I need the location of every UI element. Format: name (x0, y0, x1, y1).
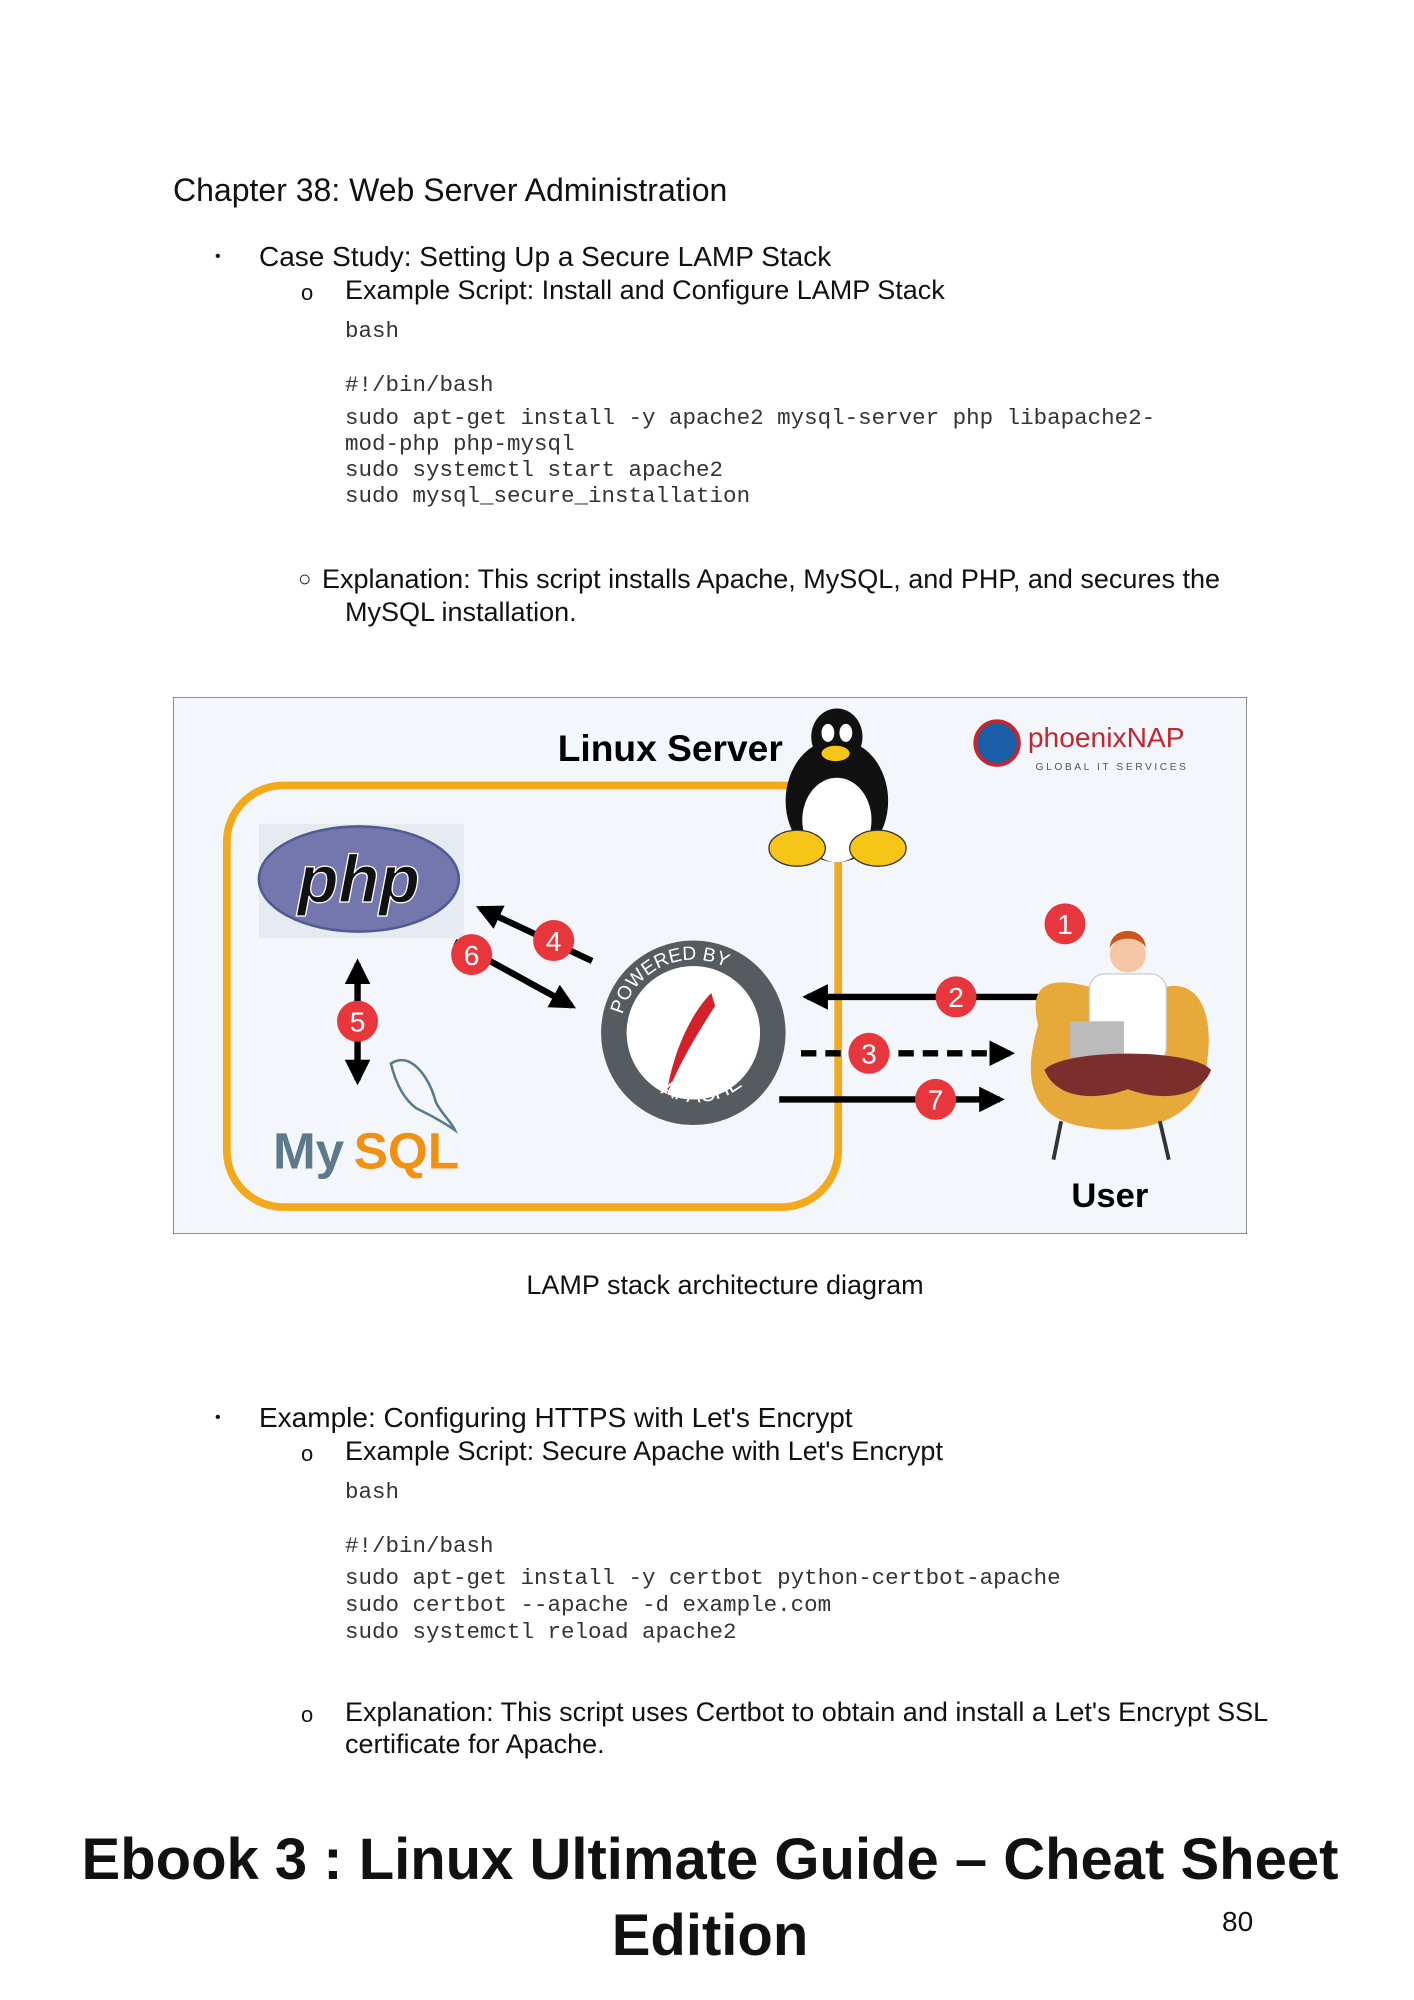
step-badge-7 (915, 1078, 957, 1120)
step-badge-3 (848, 1032, 890, 1074)
lamp-diagram: Linux Server phoenixNAP GLOBAL IT SERVIC… (173, 697, 1247, 1234)
sub-bullet-marker: o (301, 1702, 314, 1727)
chapter-title: Chapter 38: Web Server Administration (173, 172, 728, 208)
step-label: 5 (350, 1006, 366, 1038)
explanation-text: Explanation: This script uses Certbot to… (345, 1697, 1269, 1727)
section-heading: Case Study: Setting Up a Secure LAMP Sta… (259, 241, 832, 272)
code-line: #!/bin/bash (345, 372, 494, 398)
brand-logo-text: phoenixNAP (1028, 721, 1185, 753)
step-badge-1 (1044, 903, 1086, 945)
server-label: Linux Server (558, 727, 783, 769)
tux-penguin-icon (768, 708, 907, 867)
sub-bullet-marker: o (301, 1441, 314, 1466)
code-language-label: bash (345, 1479, 400, 1505)
script-heading: Example Script: Secure Apache with Let's… (345, 1436, 943, 1466)
section-heading: Example: Configuring HTTPS with Let's En… (259, 1402, 853, 1433)
user-label: User (1071, 1177, 1148, 1215)
step-label: 2 (948, 981, 964, 1013)
explanation-text: Explanation: This script installs Apache… (322, 564, 1220, 594)
mysql-logo-sql: SQL (354, 1123, 459, 1180)
step-badge-6 (451, 934, 493, 976)
code-line: mod-php php-mysql (345, 431, 575, 457)
mysql-dolphin-icon (389, 1058, 458, 1134)
step-label: 4 (546, 925, 562, 957)
code-line: sudo apt-get install -y certbot python-c… (345, 1565, 1061, 1591)
step-label: 1 (1057, 908, 1073, 940)
apache-feather-icon (666, 993, 716, 1096)
step-badge-4 (533, 920, 575, 962)
php-logo-text: php (296, 843, 420, 917)
step-label: 6 (464, 939, 480, 971)
step-badge-5 (337, 1000, 379, 1042)
mysql-logo-my: My (273, 1123, 345, 1180)
code-line: #!/bin/bash (345, 1533, 494, 1559)
step-label: 7 (928, 1084, 944, 1116)
code-line: sudo certbot --apache -d example.com (345, 1592, 832, 1618)
explanation-text: MySQL installation. (345, 597, 577, 627)
apache-logo-ring (601, 940, 786, 1126)
ebook-title-footer: Ebook 3 : Linux Ultimate Guide – Cheat S… (81, 1827, 1339, 1968)
code-line: sudo systemctl reload apache2 (345, 1619, 737, 1645)
bullet-marker: • (215, 248, 221, 265)
script-heading: Example Script: Install and Configure LA… (345, 275, 945, 305)
code-line: sudo systemctl start apache2 (345, 457, 724, 483)
figure-caption: LAMP stack architecture diagram (526, 1270, 924, 1300)
code-line: sudo apt-get install -y apache2 mysql-se… (345, 405, 1156, 431)
code-language-label: bash (345, 318, 400, 344)
step-badge-2 (935, 976, 977, 1018)
explanation-text: certificate for Apache. (345, 1729, 605, 1759)
page-number: 80 (1222, 1906, 1254, 1937)
phoenixnap-logo: phoenixNAP GLOBAL IT SERVICES (973, 719, 1189, 773)
sub-bullet-marker: o (301, 280, 314, 305)
bullet-marker: • (215, 1409, 221, 1426)
php-logo (257, 825, 461, 933)
code-line: sudo mysql_secure_installation (345, 483, 751, 509)
sub-bullet-marker: ○ (298, 566, 312, 591)
user-illustration (1030, 930, 1212, 1161)
step-label: 3 (861, 1038, 877, 1070)
brand-tagline: GLOBAL IT SERVICES (1036, 762, 1189, 773)
